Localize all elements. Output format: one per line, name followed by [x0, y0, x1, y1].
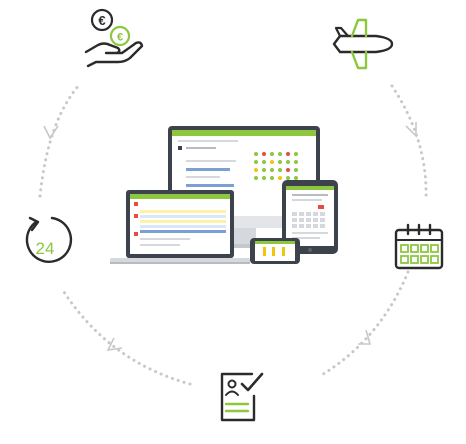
check-mark [240, 372, 264, 392]
arrow-right-bottom [358, 329, 372, 345]
hand-outline [84, 41, 144, 68]
arrow-right-top [405, 122, 417, 138]
laptop [110, 190, 250, 264]
airplane-wing-top [350, 18, 368, 38]
smartphone [250, 238, 300, 264]
tablet-calendar-grid [292, 212, 325, 228]
euro-symbol-green: € [117, 32, 123, 44]
cycle-arc-left-top [38, 82, 82, 198]
monitor-neck [232, 228, 256, 244]
cycle-arrows [43, 122, 417, 352]
tablet-app-bar [286, 186, 334, 190]
calendar-icon [394, 223, 444, 270]
euro-coin-black [90, 8, 114, 32]
clock-circle-arrow [25, 216, 73, 263]
phone-app-bar [255, 241, 295, 244]
euro-coins-in-hand-icon: € € [84, 8, 144, 68]
laptop-app-bar [130, 194, 230, 199]
tablet-home-button [308, 248, 312, 252]
calendar-day-cells [400, 244, 439, 264]
person-head [227, 379, 237, 389]
cycle-arc-right-top [390, 84, 428, 202]
monitor-app-bar [172, 130, 316, 136]
clock-label: 24 [36, 239, 55, 258]
airplane-tail [334, 26, 350, 38]
laptop-base [110, 258, 250, 263]
euro-coin-green [109, 25, 131, 47]
24-hour-clock-icon: 24 [25, 216, 73, 263]
cycle-arc-left-bottom [62, 290, 192, 386]
airplane-icon [332, 18, 394, 70]
arrow-left-bottom [106, 337, 123, 352]
euro-symbol-black: € [98, 13, 105, 28]
tablet [282, 180, 338, 254]
cycle-arc-right-bottom [318, 270, 410, 378]
monitor-calendar-dots [254, 152, 298, 180]
airplane-wing-bottom [350, 50, 368, 70]
checklist-document-icon [220, 372, 264, 422]
arrow-left-top [43, 125, 59, 140]
document-outline [220, 372, 256, 422]
airplane-body [332, 34, 394, 54]
clock-arrow-head [28, 216, 40, 232]
person-body [225, 390, 239, 396]
devices-mockup [110, 126, 338, 264]
cycle-dotted-ring [38, 82, 428, 386]
